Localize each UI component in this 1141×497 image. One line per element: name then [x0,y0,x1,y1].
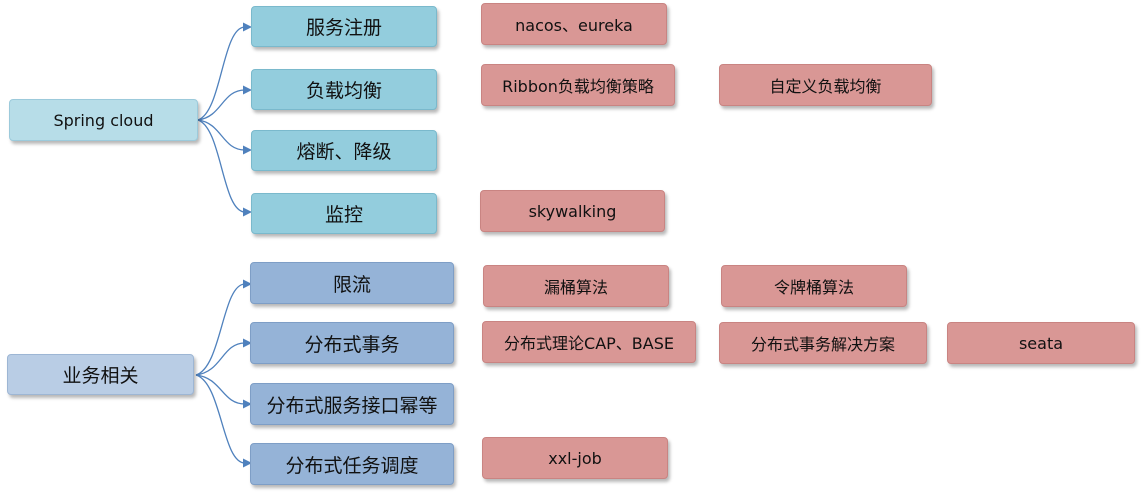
category-distributed-transaction: 分布式事务 [250,322,454,364]
arrowhead-monitoring [243,207,252,217]
connector-service-registry [197,26,246,121]
detail-cap-base: 分布式理论CAP、BASE [482,321,696,363]
category-load-balancing: 负载均衡 [251,69,437,110]
arrowhead-circuit-breaking [243,145,252,155]
connector-monitoring [197,119,246,213]
detail-leaky-bucket: 漏桶算法 [483,265,669,307]
connector-idempotency [195,374,246,405]
connector-distributed-transaction [195,342,246,376]
detail-ribbon-strategy: Ribbon负载均衡策略 [481,64,675,106]
category-task-scheduling: 分布式任务调度 [250,443,454,485]
detail-custom-load-balancing: 自定义负载均衡 [719,64,932,106]
detail-skywalking: skywalking [480,190,665,232]
detail-xxl-job: xxl-job [482,437,668,479]
detail-token-bucket: 令牌桶算法 [721,265,907,307]
arrowhead-distributed-transaction [243,338,252,348]
category-rate-limiting: 限流 [250,262,454,304]
detail-transaction-solutions: 分布式事务解决方案 [719,322,927,364]
connector-rate-limiting [195,283,246,376]
arrowhead-rate-limiting [243,279,252,289]
arrowhead-idempotency [243,399,252,409]
root-node-spring-cloud: Spring cloud [9,99,198,141]
connector-load-balancing [197,89,246,121]
business-connectors [195,279,252,468]
arrowhead-service-registry [243,22,252,32]
category-service-registry: 服务注册 [251,6,437,47]
spring-cloud-connectors [197,22,252,217]
category-circuit-breaking: 熔断、降级 [251,130,437,171]
category-monitoring: 监控 [251,193,437,234]
detail-seata: seata [947,322,1135,364]
arrowhead-task-scheduling [243,458,252,468]
category-idempotency: 分布式服务接口幂等 [250,383,454,425]
arrowhead-load-balancing [243,85,252,95]
root-node-business: 业务相关 [7,354,194,395]
detail-nacos-eureka: nacos、eureka [481,3,667,45]
connector-task-scheduling [195,374,246,464]
connector-circuit-breaking [197,119,246,151]
